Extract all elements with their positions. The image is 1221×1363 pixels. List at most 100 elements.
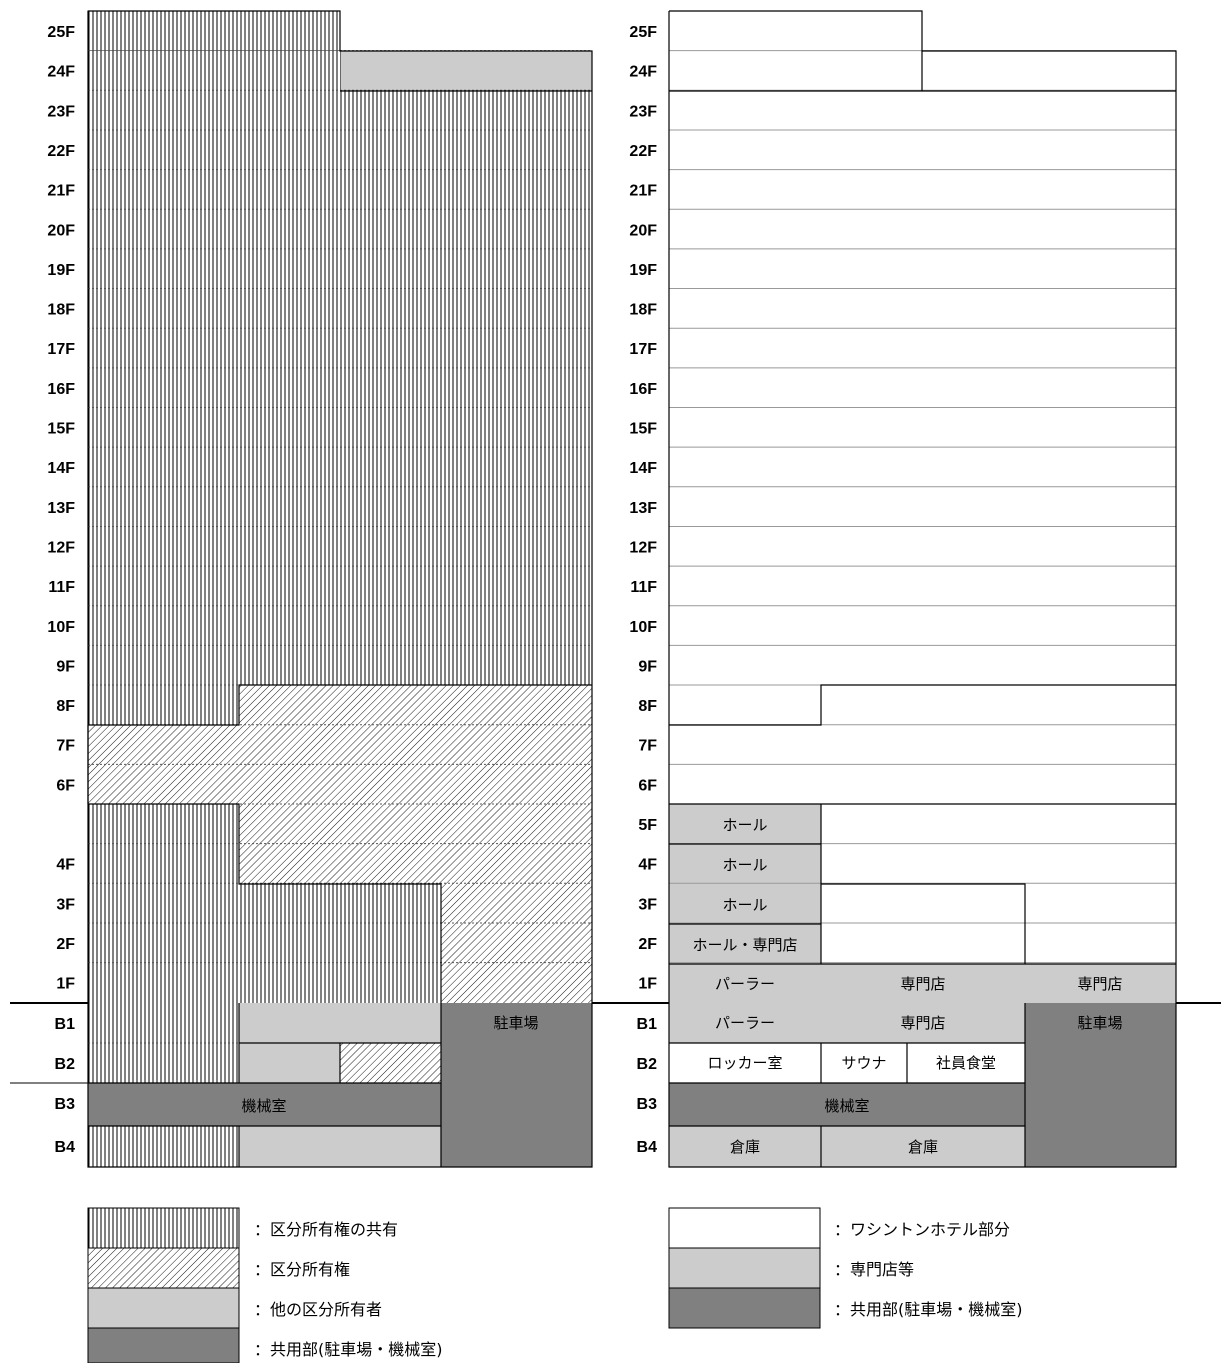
floor-label-left: B2 bbox=[55, 1056, 76, 1073]
floor-label-left: 7F bbox=[56, 738, 75, 755]
floor-label-right: B4 bbox=[637, 1139, 658, 1156]
floor-label-left: 9F bbox=[56, 658, 75, 675]
floor-label-right: 14F bbox=[629, 460, 657, 477]
left-shared-23f-9f bbox=[88, 91, 592, 685]
floor-label-left: B3 bbox=[55, 1096, 76, 1113]
right-outlines bbox=[668, 10, 1177, 1168]
left-owned-5f-4f bbox=[239, 804, 592, 884]
right-storage-b4 bbox=[669, 1126, 1025, 1167]
left-machine-room bbox=[88, 1083, 441, 1126]
right-shop-1f-east-label: 専門店 bbox=[1077, 975, 1122, 993]
legend-swatch-dark-gray bbox=[87, 1327, 240, 1363]
left-parking-label: 駐車場 bbox=[493, 1014, 538, 1032]
right-floor-labels: 25F24F23F22F21F20F19F18F17F16F15F14F13F1… bbox=[629, 24, 657, 1156]
left-other-owner-b4 bbox=[239, 1126, 441, 1167]
floor-label-right: 21F bbox=[629, 183, 657, 200]
floor-label-right: 18F bbox=[629, 302, 657, 319]
floor-label-left: 8F bbox=[56, 698, 75, 715]
legend-swatch-light-gray bbox=[87, 1287, 240, 1329]
floor-label-left: 12F bbox=[47, 539, 75, 556]
floor-label-left: 11F bbox=[48, 579, 75, 596]
floor-label-left: 18F bbox=[47, 302, 75, 319]
right-staff-cafeteria-label: 社員食堂 bbox=[936, 1054, 996, 1072]
right-parlor-1f-label: パーラー bbox=[715, 975, 775, 993]
floor-label-right: 1F bbox=[638, 976, 657, 993]
right-machine-room bbox=[669, 1083, 1025, 1126]
right-1f-shops bbox=[669, 964, 1176, 1003]
floor-label-left: 21F bbox=[47, 183, 75, 200]
floor-label-right: 3F bbox=[638, 896, 657, 913]
floor-label-left: 24F bbox=[47, 64, 75, 81]
left-other-owner-24f bbox=[339, 50, 593, 92]
floor-label-left: 6F bbox=[56, 777, 75, 794]
right-locker-room-label: ロッカー室 bbox=[707, 1054, 782, 1072]
left-floor-labels: 25F 24F 23F 22F 21F 20F 19F 18F 17F 16F 15F 14F 13F 1… bbox=[47, 24, 75, 1156]
right-shop-1f-label: 専門店 bbox=[900, 975, 945, 993]
floor-label-right: 6F bbox=[638, 777, 657, 794]
left-floor-lines bbox=[88, 50, 592, 1044]
right-hall-3f-label: ホール bbox=[722, 896, 767, 914]
floor-label-right: B3 bbox=[637, 1096, 658, 1113]
floor-label-right: 19F bbox=[629, 262, 657, 279]
floor-label-right: 12F bbox=[629, 539, 657, 556]
floor-label-right: 23F bbox=[629, 103, 657, 120]
floor-label-right: 25F bbox=[629, 24, 657, 41]
floor-label-right: 16F bbox=[629, 381, 657, 398]
floor-label-right: 7F bbox=[638, 738, 657, 755]
floor-label-left: 16F bbox=[47, 381, 75, 398]
left-other-owner-b1 bbox=[239, 1003, 441, 1043]
floor-label-right: 8F bbox=[638, 698, 657, 715]
right-hall-4f bbox=[669, 844, 821, 884]
left-owned-b2 bbox=[340, 1043, 441, 1083]
floor-label-right: 5F bbox=[638, 817, 657, 834]
legend-swatch-vertical-hatch bbox=[87, 1207, 240, 1249]
floor-label-right: 9F bbox=[638, 658, 657, 675]
floor-label-left: 20F bbox=[47, 222, 75, 239]
right-parking bbox=[1025, 1003, 1176, 1167]
legend-label-other-owners: ：他の区分所有者 bbox=[254, 1300, 382, 1319]
floor-label-left: 13F bbox=[47, 500, 75, 517]
floor-label-right: 4F bbox=[638, 857, 657, 874]
left-machine-room-label: 機械室 bbox=[241, 1097, 286, 1115]
legend-right: ：ワシントンホテル部分 ：専門店等 ：共用部(駐車場・機械室) bbox=[668, 1207, 1023, 1329]
legend-label-common-area-right: ：共用部(駐車場・機械室) bbox=[834, 1300, 1023, 1319]
right-shop-b1-label: 専門店 bbox=[900, 1014, 945, 1032]
floor-label-left: 19F bbox=[47, 262, 75, 279]
left-owned-3f-1f bbox=[441, 884, 592, 1003]
legend-left: ：区分所有権の共有 ：区分所有権 ：他の区分所有者 ：共用部(駐車場・機械室) bbox=[87, 1207, 443, 1363]
floor-label-left: 3F bbox=[56, 896, 75, 913]
left-building: 駐車場 機械室 bbox=[87, 10, 593, 1168]
right-hall-5f-label: ホール bbox=[722, 816, 767, 834]
right-hall-shop-2f-label: ホール・専門店 bbox=[692, 936, 797, 954]
right-storage-b4-west-label: 倉庫 bbox=[730, 1138, 760, 1156]
floor-label-left: 4F bbox=[56, 857, 75, 874]
floor-label-left: B4 bbox=[55, 1139, 76, 1156]
left-outlines bbox=[87, 10, 593, 1168]
right-building: ホール ホール ホール ホール・専門店 パーラー 専門店 専門店 パーラー 専門… bbox=[668, 10, 1177, 1168]
floor-label-left: 15F bbox=[47, 421, 75, 438]
floor-label-right: 20F bbox=[629, 222, 657, 239]
floor-label-left: 22F bbox=[47, 143, 75, 160]
right-hall-shop-2f bbox=[669, 924, 821, 964]
left-shared-8f bbox=[88, 685, 239, 725]
floor-label-right: 24F bbox=[629, 64, 657, 81]
floor-label-left: 25F bbox=[47, 24, 75, 41]
floor-label-left: 17F bbox=[47, 341, 75, 358]
floor-label-left: 14F bbox=[47, 460, 75, 477]
legend-swatch-white bbox=[668, 1207, 821, 1249]
left-shared-24f bbox=[88, 51, 340, 91]
floor-label-right: 10F bbox=[629, 619, 657, 636]
left-shared-25f bbox=[87, 10, 341, 52]
right-machine-room-label: 機械室 bbox=[824, 1097, 869, 1115]
legend-label-shops: ：専門店等 bbox=[834, 1260, 914, 1279]
legend-swatch-diagonal-hatch bbox=[87, 1247, 240, 1289]
floor-label-left: 2F bbox=[56, 936, 75, 953]
legend-swatch-light-gray-right bbox=[668, 1247, 821, 1289]
floor-label-left: 23F bbox=[47, 103, 75, 120]
floor-label-right: B1 bbox=[637, 1016, 658, 1033]
floor-label-right: B2 bbox=[637, 1056, 658, 1073]
right-b1-shops bbox=[669, 1003, 1025, 1043]
floor-label-right: 17F bbox=[629, 341, 657, 358]
floor-label-right: 13F bbox=[629, 500, 657, 517]
